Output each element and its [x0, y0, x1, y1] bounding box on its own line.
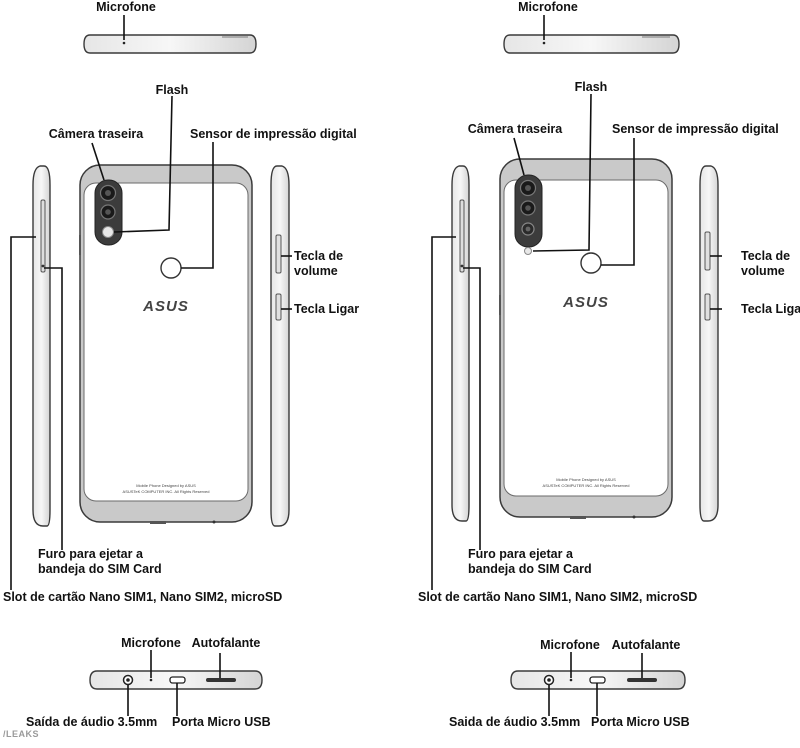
right-speaker-grille: [627, 678, 657, 682]
left-power-label: Tecla Ligar: [294, 302, 360, 316]
right-volume-label-line2: volume: [741, 264, 785, 278]
right-phone-set: [431, 15, 722, 716]
right-side-view-right: [699, 165, 719, 522]
left-power-key: [275, 293, 282, 321]
right-speaker-label: Autofalante: [611, 638, 681, 652]
right-top-edge-view: [503, 34, 680, 54]
right-bottom-mic-label: Microfone: [540, 638, 600, 652]
right-sim-hole-label-line2: bandeja do SIM Card: [468, 562, 592, 576]
right-sim-hole-label-line1: Furo para ejetar a: [468, 547, 573, 561]
left-audio-out-label: Saída de áudio 3.5mm: [26, 715, 158, 729]
left-flash-label: Flash: [155, 83, 189, 97]
right-rear-camera-label: Câmera traseira: [467, 122, 563, 136]
right-power-label: Tecla Liga: [741, 302, 800, 316]
right-fine-print-1: Mobile Phone Designed by ASUS: [556, 477, 616, 482]
right-top-mic-label: Microfone: [518, 0, 578, 14]
left-top-mic-label: Microfone: [96, 0, 156, 14]
right-power-key: [704, 293, 711, 321]
left-volume-label: Tecla de volume: [294, 249, 343, 279]
left-phone-set: [10, 15, 292, 716]
right-back-panel: [503, 179, 669, 497]
left-sim-tray: [40, 199, 46, 273]
right-flash: [524, 247, 532, 255]
left-volume-label-line1: Tecla de: [294, 249, 344, 263]
left-sim-hole-label: Furo para ejetar a bandeja do SIM Card: [38, 547, 162, 577]
left-usb-port: [169, 676, 186, 684]
left-fingerprint-sensor: [160, 257, 182, 279]
right-top-mic-hole: [542, 41, 546, 45]
left-bottom-mic-label: Microfone: [121, 636, 181, 650]
left-sim-hole-label-line2: bandeja do SIM Card: [38, 562, 162, 576]
right-sim-hole-label: Furo para ejetar a bandeja do SIM Card: [468, 547, 592, 577]
left-top-edge-view: [83, 34, 257, 54]
right-flash-label: Flash: [574, 80, 608, 94]
right-audio-out-label: Saida de áudio 3.5mm: [449, 715, 581, 729]
left-sim-hole-label-line1: Furo para ejetar a: [38, 547, 143, 561]
left-fine-print-2: ASUSTeK COMPUTER INC. All Rights Reserve…: [122, 489, 210, 494]
left-bottom-mic-hole: [149, 678, 153, 682]
left-sim-eject-hole: [41, 264, 45, 268]
right-card-slot-label: Slot de cartão Nano SIM1, Nano SIM2, mic…: [418, 590, 698, 604]
right-usb-port-label: Porta Micro USB: [591, 715, 690, 729]
right-volume-key: [704, 231, 711, 271]
right-sim-eject-hole: [460, 264, 464, 268]
right-bottom-mic-hole: [569, 678, 573, 682]
left-asus-logo: ASUS: [143, 298, 189, 315]
left-speaker-label: Autofalante: [191, 636, 261, 650]
left-flash: [102, 226, 114, 238]
left-usb-port-label: Porta Micro USB: [172, 715, 271, 729]
left-rear-camera-label: Câmera traseira: [48, 127, 144, 141]
left-top-mic-hole: [122, 41, 126, 45]
watermark: /LEAKS: [3, 729, 40, 739]
right-asus-logo: ASUS: [563, 294, 609, 311]
right-volume-label: Tecla de volume: [741, 249, 790, 279]
left-speaker-grille: [206, 678, 236, 682]
right-side-view-left: [451, 165, 470, 522]
right-fingerprint-label: Sensor de impressão digital: [612, 122, 779, 136]
right-volume-label-line1: Tecla de: [741, 249, 791, 263]
left-fingerprint-label: Sensor de impressão digital: [190, 127, 357, 141]
left-volume-key: [275, 234, 282, 274]
left-side-view-left: [32, 165, 51, 527]
left-callout-lines: [10, 95, 292, 716]
right-callout-lines: [431, 93, 722, 716]
left-fine-print-1: Mobile Phone Designed by ASUS: [136, 483, 196, 488]
left-back-panel: [83, 182, 249, 502]
left-side-view-right: [270, 165, 290, 527]
right-fine-print-2: ASUSTeK COMPUTER INC. All Rights Reserve…: [542, 483, 630, 488]
left-volume-label-line2: volume: [294, 264, 338, 278]
right-fingerprint-sensor: [580, 252, 602, 274]
left-card-slot-label: Slot de cartão Nano SIM1, Nano SIM2, mic…: [3, 590, 283, 604]
right-sim-tray: [459, 199, 465, 273]
right-usb-port: [589, 676, 606, 684]
